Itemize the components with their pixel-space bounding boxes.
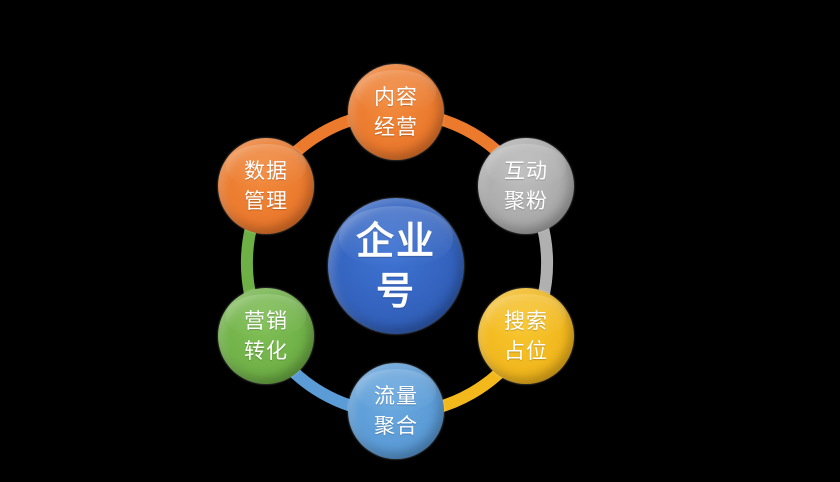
node-label-line-1: 数据 [244, 159, 288, 183]
node-label-line-1: 流量 [374, 384, 418, 408]
node-label-line-1: 搜索 [504, 309, 548, 333]
node-label-line-2: 聚粉 [504, 189, 548, 213]
node-label-line-1: 互动 [504, 159, 548, 183]
node-label-line-1: 内容 [374, 85, 418, 109]
node-content-operation: 内容 经营 [348, 64, 444, 160]
node-label-line-2: 经营 [374, 115, 418, 139]
node-label-line-2: 转化 [244, 339, 288, 363]
node-marketing-conversion: 营销 转化 [218, 288, 314, 384]
node-search-ranking: 搜索 占位 [478, 288, 574, 384]
center-label-line-1: 企业 [355, 219, 436, 263]
node-label-line-1: 营销 [244, 309, 288, 333]
node-label-line-2: 占位 [504, 339, 548, 363]
center-label-line-2: 号 [375, 269, 416, 313]
node-data-management: 数据 管理 [218, 138, 314, 234]
node-traffic-aggregation: 流量 聚合 [348, 363, 444, 459]
node-interaction-fans: 互动 聚粉 [478, 138, 574, 234]
node-label-line-2: 聚合 [374, 414, 418, 438]
center-node-enterprise-account: 企业 号 [328, 198, 464, 334]
node-label-line-2: 管理 [244, 189, 288, 213]
